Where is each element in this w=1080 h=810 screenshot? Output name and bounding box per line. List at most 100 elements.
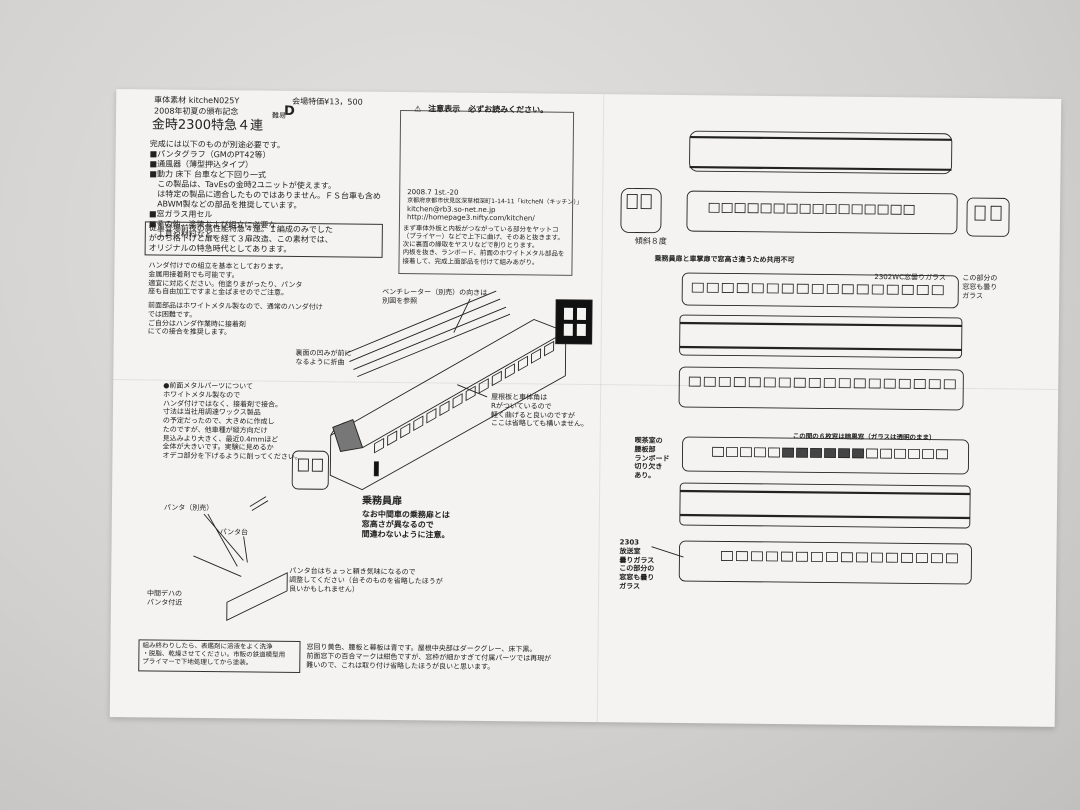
car-window	[916, 285, 929, 295]
car-window	[894, 448, 906, 459]
car-window	[751, 283, 764, 294]
body-window	[426, 408, 437, 424]
car-window	[808, 377, 821, 388]
car-window	[708, 202, 720, 213]
car-window	[930, 553, 943, 564]
car-window	[838, 378, 851, 389]
car-window	[799, 203, 811, 214]
car-window	[796, 283, 809, 294]
car-window	[826, 552, 838, 563]
car-window	[883, 378, 896, 389]
car-window	[706, 282, 719, 293]
car-window	[703, 376, 716, 387]
body-window	[517, 355, 528, 372]
body-window	[387, 430, 398, 446]
body-window	[400, 422, 411, 439]
car-window	[748, 377, 761, 388]
car-window	[913, 379, 926, 389]
car-window	[877, 204, 889, 215]
car-window	[754, 447, 766, 458]
car-window	[810, 447, 822, 458]
car-window	[773, 203, 785, 214]
car-window	[856, 284, 869, 295]
car-window	[855, 552, 868, 563]
body-window	[452, 393, 463, 409]
body-window	[465, 385, 476, 402]
car-window	[688, 376, 701, 387]
car-window	[885, 552, 898, 563]
body-window	[504, 363, 515, 379]
car-window	[838, 204, 850, 215]
car-window	[763, 377, 776, 388]
car-window	[826, 284, 839, 295]
car-window	[915, 553, 928, 563]
car-window	[886, 284, 899, 295]
car-window	[841, 284, 854, 295]
car-window	[768, 447, 780, 458]
car-window	[734, 203, 746, 214]
car-window	[721, 551, 733, 561]
car-window	[786, 203, 798, 214]
car-window	[812, 203, 824, 214]
car-window	[852, 448, 864, 459]
body-window	[439, 400, 450, 417]
car-window	[721, 203, 733, 213]
car-window	[890, 204, 902, 215]
car-window	[733, 377, 746, 388]
car-window	[945, 553, 958, 564]
car-window	[751, 551, 763, 562]
body-window	[531, 348, 542, 364]
car-window	[736, 551, 748, 562]
car-window	[781, 283, 794, 294]
body-window	[491, 370, 502, 387]
car-window	[778, 377, 791, 388]
car-window	[903, 204, 915, 215]
car-window	[838, 448, 850, 459]
line-art	[193, 130, 1010, 621]
car-window	[766, 551, 778, 562]
car-window	[841, 552, 853, 563]
car-window	[871, 284, 884, 295]
car-window	[868, 378, 881, 389]
car-window	[936, 449, 948, 460]
car-window	[782, 447, 794, 458]
car-window	[931, 285, 944, 296]
body-window	[413, 415, 424, 432]
car-window	[908, 448, 920, 459]
car-window	[943, 379, 956, 390]
car-window	[740, 447, 752, 458]
car-window	[811, 551, 823, 562]
car-window	[712, 446, 724, 457]
car-window	[851, 204, 863, 215]
car-window	[900, 552, 913, 563]
instruction-sheet: 車体素材 kitcheN025Y 会場特価¥13，500 2008年初夏の頒布記…	[109, 89, 1062, 727]
car-window	[922, 449, 934, 460]
car-window	[825, 204, 837, 215]
car-window	[811, 283, 824, 294]
car-window	[736, 283, 749, 294]
car-window	[726, 447, 738, 457]
car-window	[823, 378, 836, 389]
car-window	[853, 378, 866, 389]
car-window	[781, 551, 793, 562]
body-window	[374, 437, 385, 454]
body-window	[544, 340, 555, 357]
car-window	[824, 448, 836, 459]
car-window	[928, 379, 941, 390]
car-window	[747, 203, 759, 214]
car-window	[760, 203, 772, 214]
car-window	[901, 284, 914, 295]
car-window	[796, 551, 808, 562]
car-window	[793, 377, 806, 388]
car-window	[721, 283, 734, 293]
car-window	[691, 282, 704, 293]
body-window	[478, 378, 489, 394]
car-window	[796, 447, 808, 458]
car-window	[864, 204, 876, 215]
car-window	[718, 376, 731, 387]
car-window	[898, 378, 911, 389]
car-window	[880, 448, 892, 459]
car-window	[870, 552, 883, 563]
car-window	[766, 283, 779, 294]
car-window	[866, 448, 878, 459]
